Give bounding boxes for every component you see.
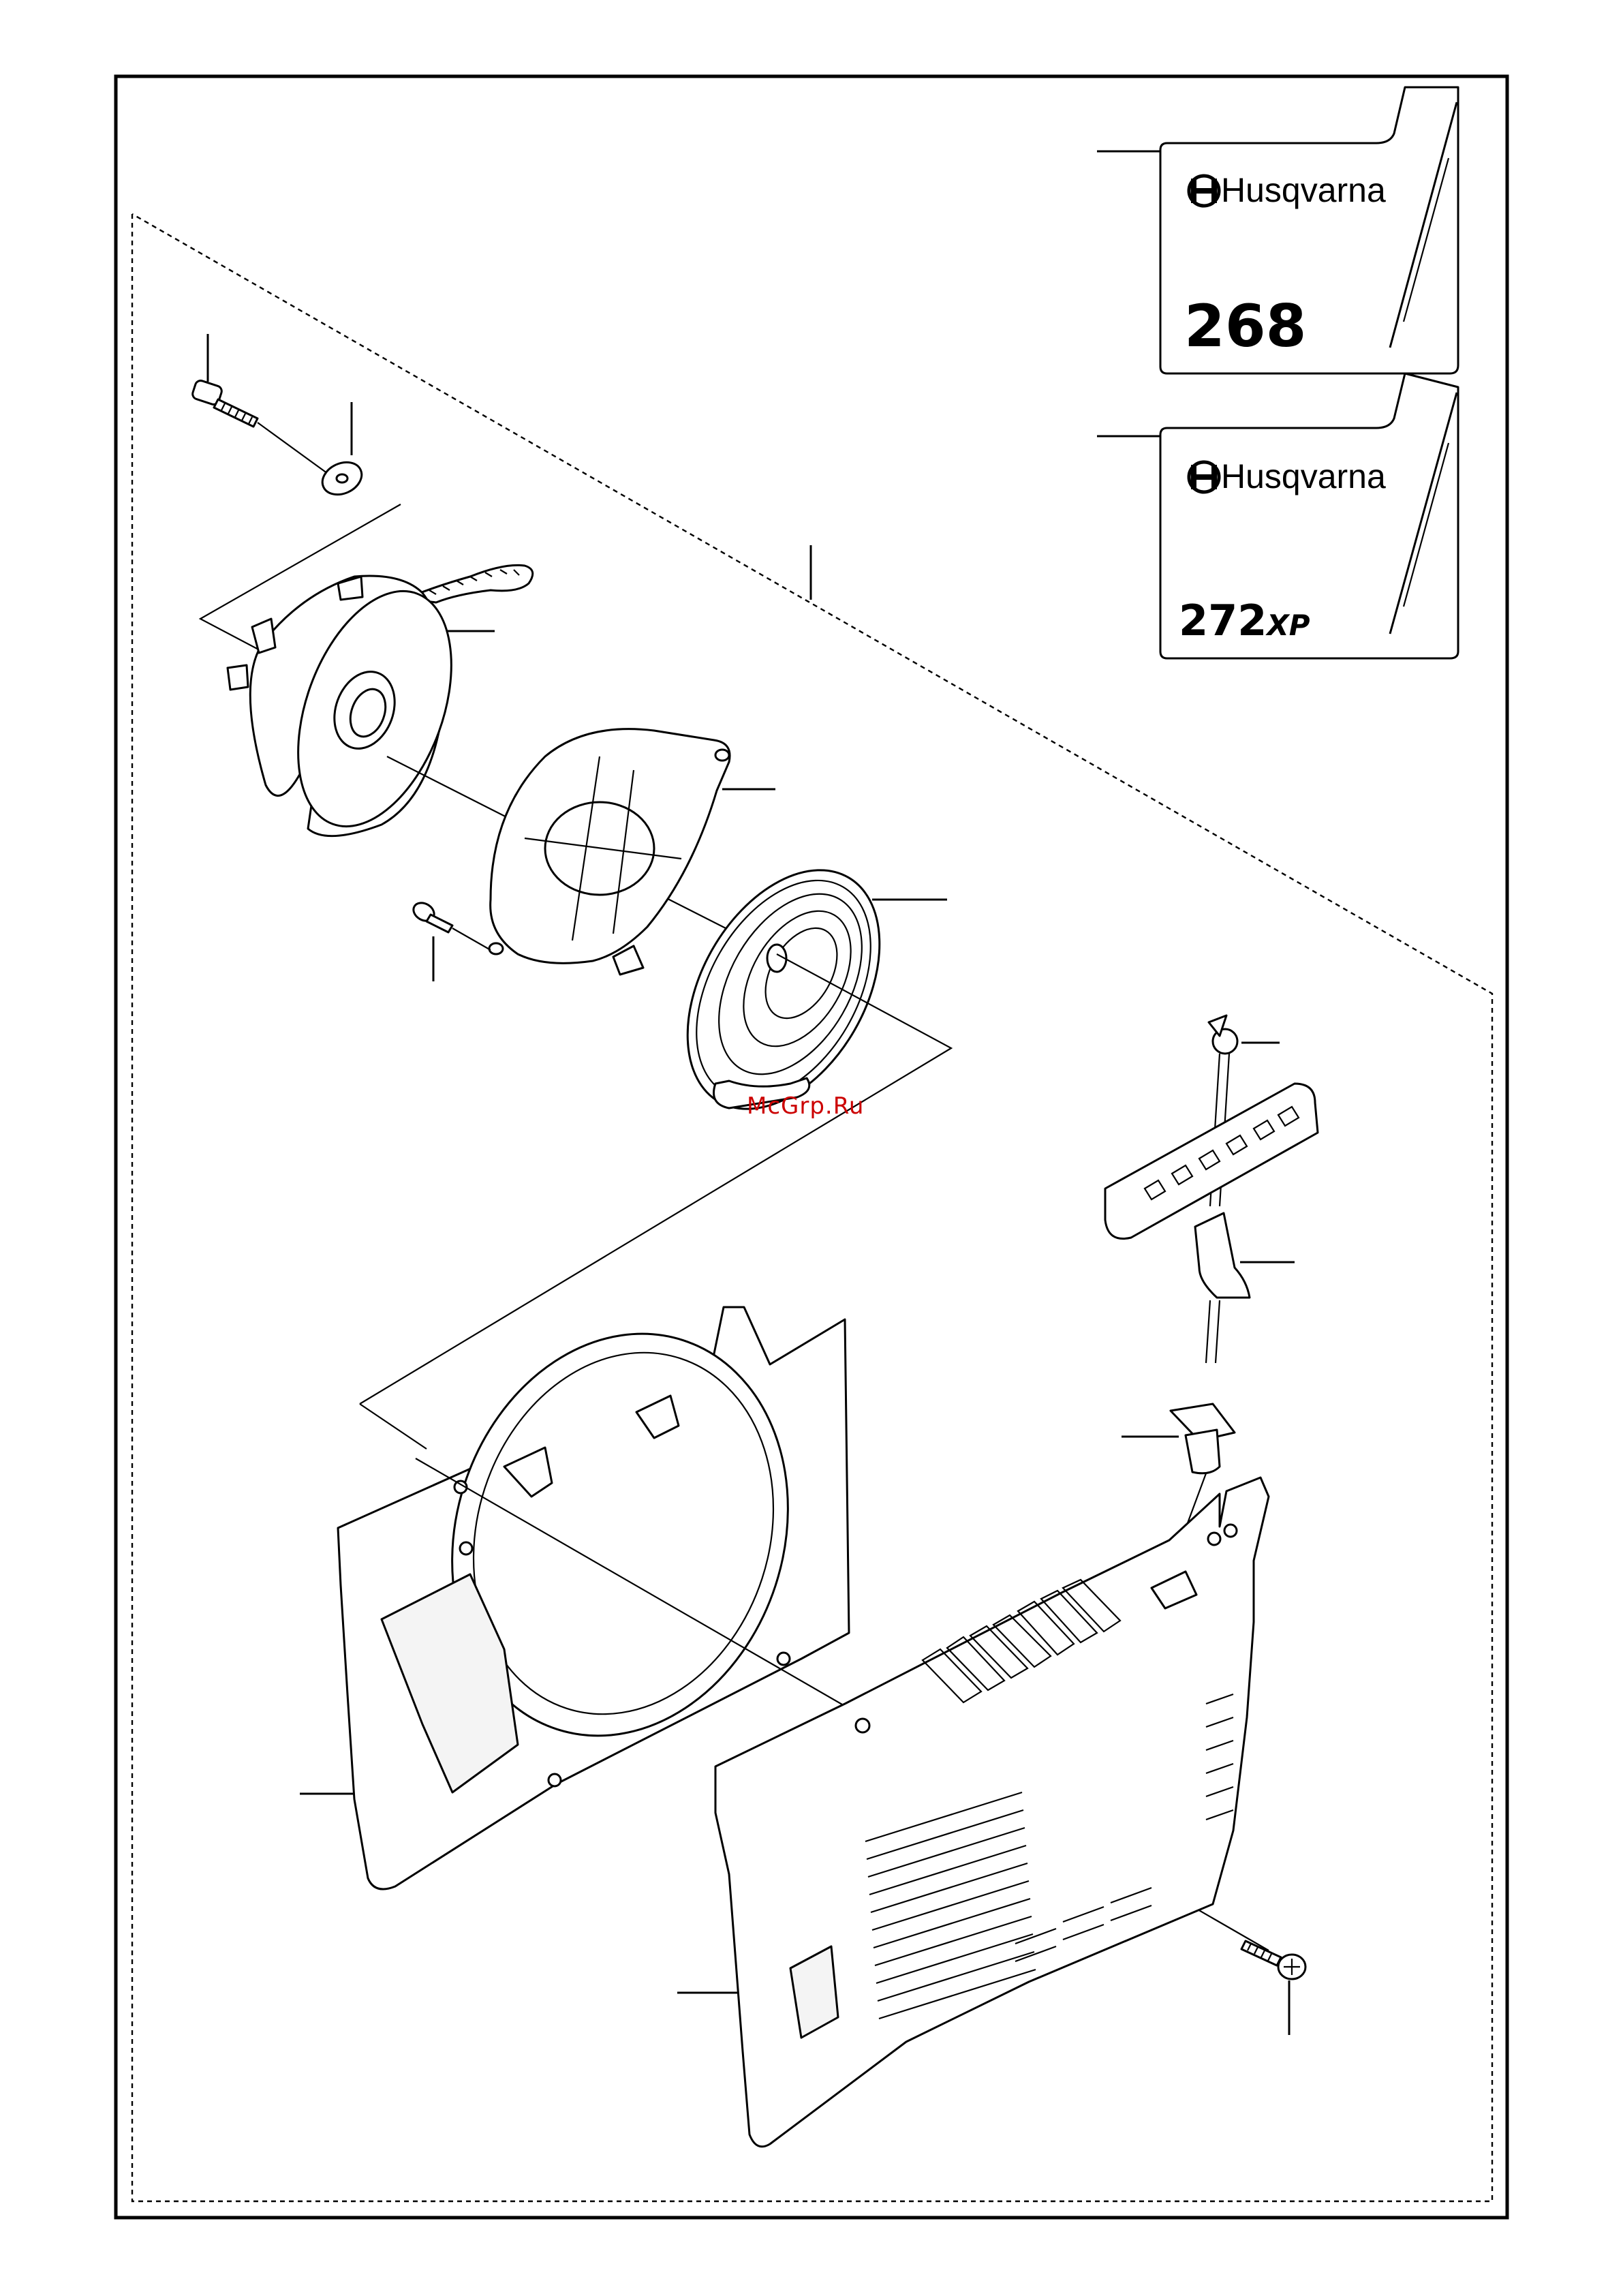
starter-pulley-part: [228, 565, 533, 847]
watermark: McGrp.Ru: [747, 1092, 864, 1120]
pulley-pawl: [228, 665, 248, 690]
decal-272xp: Husqvarna 272XP: [1097, 373, 1458, 658]
starter-handle-part: [1105, 1015, 1318, 1363]
reference-plane: [360, 1404, 427, 1449]
assembly-axis-line: [258, 423, 333, 477]
screw-part-bottom: [1241, 1941, 1305, 2035]
assembly-axis-line: [452, 928, 491, 950]
decal-brand-text: Husqvarna: [1221, 171, 1386, 209]
inner-cover-hole: [548, 1774, 561, 1786]
inner-cover-hole: [777, 1653, 790, 1665]
inner-cover-hole: [460, 1542, 472, 1555]
cassette-mount-hole: [715, 750, 729, 761]
decal-268: Husqvarna 268: [1097, 87, 1458, 373]
screw-shank: [427, 915, 452, 932]
screw-part-small: [410, 900, 491, 981]
rope-guide-body: [1186, 1430, 1220, 1473]
handle-stem: [1195, 1213, 1250, 1298]
washer-part: [318, 402, 367, 501]
housing-hole: [1224, 1525, 1237, 1537]
handle-grip: [1105, 1084, 1318, 1239]
housing-hole: [1208, 1533, 1220, 1545]
handle-rope-lower: [1206, 1300, 1220, 1363]
decal-model-text: 268: [1184, 292, 1307, 361]
screw-shank: [214, 399, 258, 427]
pulley-pawl: [338, 577, 362, 600]
washer-hole: [337, 474, 347, 483]
cassette-mount-hole: [489, 943, 503, 954]
housing-screw-boss: [856, 1719, 869, 1732]
decal-brand-text: Husqvarna: [1221, 457, 1386, 495]
screw-shank: [1241, 1941, 1281, 1965]
screw-part: [191, 334, 333, 477]
